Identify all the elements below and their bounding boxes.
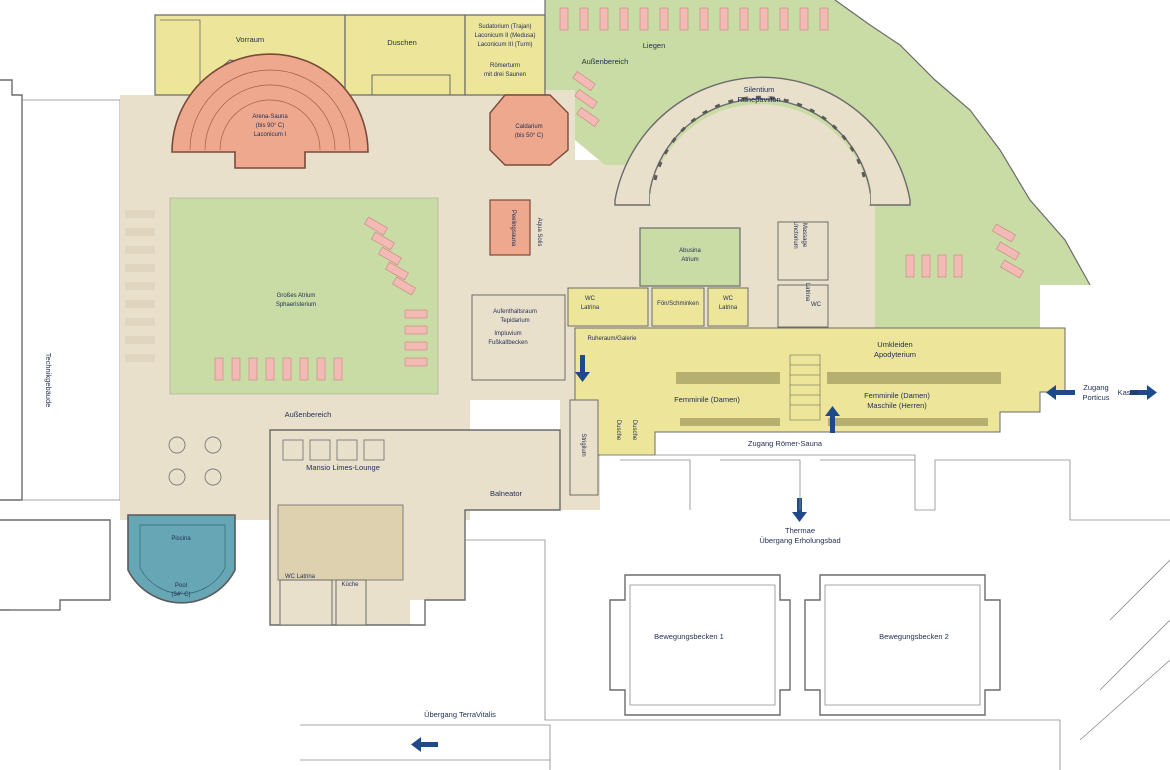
arrows bbox=[411, 355, 1157, 752]
duschen-area bbox=[344, 14, 466, 96]
lounge-tables bbox=[168, 436, 385, 486]
kueche-label: Küche bbox=[341, 582, 359, 588]
latrina-label-2: Latrina bbox=[719, 305, 738, 311]
wc-label-2: WC bbox=[723, 296, 734, 302]
mansio-bar bbox=[277, 504, 404, 581]
peeling-label: Peelingsauna bbox=[510, 210, 516, 247]
pool-label-2: (34° C) bbox=[171, 592, 190, 598]
femminile-2-label: Femminile (Damen) bbox=[864, 391, 930, 400]
strigilum bbox=[569, 399, 599, 496]
technikgebaeude-label: Technikgebäude bbox=[44, 353, 53, 408]
silentium-label-1: Silentium bbox=[744, 85, 775, 94]
bewegungsbecken-1-label: Bewegungsbecken 1 bbox=[654, 632, 724, 641]
strigilum-label: Strigilum bbox=[580, 433, 586, 456]
terravitalis-label: Übergang TerraVitalis bbox=[424, 710, 496, 719]
caldarium bbox=[489, 94, 569, 166]
atrium-label-2: Sphaeristerium bbox=[276, 302, 316, 308]
wc-label-3: WC bbox=[811, 302, 822, 308]
aussenbereich-top-label: Außenbereich bbox=[582, 57, 629, 66]
aufenthalt-label-2: Tepidarium bbox=[500, 318, 529, 324]
roemerturm-label-1: Römerturm bbox=[490, 63, 520, 69]
vorraum-label: Vorraum bbox=[236, 35, 264, 44]
wc-latrina-lounge bbox=[279, 579, 333, 626]
umkleiden-label-2: Apodyterium bbox=[874, 350, 916, 359]
wc-latrina-lounge-label: WC Latrina bbox=[285, 574, 316, 580]
wc-latrina-room-1 bbox=[567, 287, 649, 327]
mansio-label: Mansio Limes-Lounge bbox=[306, 463, 380, 472]
caldarium-label-2: (bis 50° C) bbox=[515, 133, 543, 139]
atrium-label-1: Großes Atrium bbox=[277, 293, 316, 299]
silentium-label-2: Ruhepavillon bbox=[737, 95, 780, 104]
technikgebaeude-building bbox=[0, 79, 121, 611]
sudatorium-label-1: Sudatorium (Trajan) bbox=[478, 24, 531, 30]
zugang-porticus-label-2: Porticus bbox=[1082, 393, 1109, 402]
latrina-wc-room bbox=[777, 284, 829, 328]
arena-label-3: Laconicum I bbox=[254, 132, 287, 138]
massage-label-1: Massage bbox=[801, 223, 807, 248]
foen-room bbox=[651, 287, 705, 327]
aufenthalt-label-1: Aufenthaltsraum bbox=[493, 309, 537, 315]
dusche-label-1: Dusche bbox=[615, 420, 621, 441]
balneator-label: Balneator bbox=[490, 489, 523, 498]
balneator-walls bbox=[269, 429, 561, 626]
sudatorium-label-3: Laconicum III (Turm) bbox=[477, 42, 532, 48]
arena-label-2: (bis 90° C) bbox=[256, 123, 284, 129]
pool-label-1: Pool bbox=[175, 583, 187, 589]
impluvium-label-1: Impluvium bbox=[494, 331, 521, 337]
peelingsauna bbox=[489, 199, 531, 256]
loungers-top bbox=[559, 7, 1024, 279]
thermae-label-1: Thermae bbox=[785, 526, 815, 535]
impluvium-label-2: Fußkaltbecken bbox=[488, 340, 527, 346]
aussenbereich-mid-label: Außenbereich bbox=[285, 410, 332, 419]
piscina-label: Piscina bbox=[171, 536, 191, 542]
abusina-label-2: Atrium bbox=[681, 257, 698, 263]
roemerturm-label-2: mit drei Saunen bbox=[484, 72, 526, 78]
latrina-label-1: Latrina bbox=[581, 305, 600, 311]
caldarium-label-1: Caldarium bbox=[515, 124, 542, 130]
loungers-atrium bbox=[214, 216, 428, 381]
latrina-wc-label: Latrina bbox=[804, 283, 810, 302]
sudatorium-label-2: Laconicum II (Medusa) bbox=[474, 33, 535, 39]
aufenthaltsraum bbox=[471, 294, 566, 381]
dusche-label-2: Dusche bbox=[631, 420, 637, 441]
foen-label: Fön/Schminken bbox=[657, 301, 699, 307]
abusina-atrium bbox=[639, 227, 741, 287]
umkleiden-stair bbox=[789, 354, 821, 421]
umkleiden-label-1: Umkleiden bbox=[877, 340, 912, 349]
aqua-solis-label: Aqua Solis bbox=[536, 218, 542, 247]
massage-room bbox=[777, 221, 829, 281]
ruheraum-label: Ruheraum/Galerie bbox=[587, 336, 637, 342]
atrium-left-benches bbox=[125, 210, 155, 362]
liegen-label: Liegen bbox=[643, 41, 666, 50]
duschen-label: Duschen bbox=[387, 38, 417, 47]
lockers bbox=[676, 372, 1001, 426]
maschile-label: Maschile (Herren) bbox=[867, 401, 927, 410]
femminile-label: Femminile (Damen) bbox=[674, 395, 740, 404]
kasse-label: Kasse bbox=[1118, 388, 1139, 397]
silentium-pavilion bbox=[614, 76, 911, 206]
zugang-porticus-label-1: Zugang bbox=[1083, 383, 1108, 392]
zugang-roemer-label: Zugang Römer-Sauna bbox=[748, 439, 823, 448]
arena-label-1: Arena-Sauna bbox=[252, 114, 288, 120]
wc-latrina-room-2 bbox=[707, 287, 749, 327]
lower-outline-extra bbox=[300, 539, 1170, 770]
piscina-pool bbox=[127, 514, 236, 604]
abusina-label-1: Abusina bbox=[679, 248, 701, 254]
wc-label-1: WC bbox=[585, 296, 596, 302]
bewegungsbecken-2 bbox=[804, 574, 1001, 716]
bewegungsbecken-2-label: Bewegungsbecken 2 bbox=[879, 632, 949, 641]
kueche bbox=[335, 579, 367, 626]
lower-building-outline bbox=[600, 454, 1170, 521]
bewegungsbecken-1 bbox=[609, 574, 791, 716]
massage-label-2: Unctorium bbox=[792, 221, 798, 248]
thermae-label-2: Übergang Erholungsbad bbox=[759, 536, 840, 545]
